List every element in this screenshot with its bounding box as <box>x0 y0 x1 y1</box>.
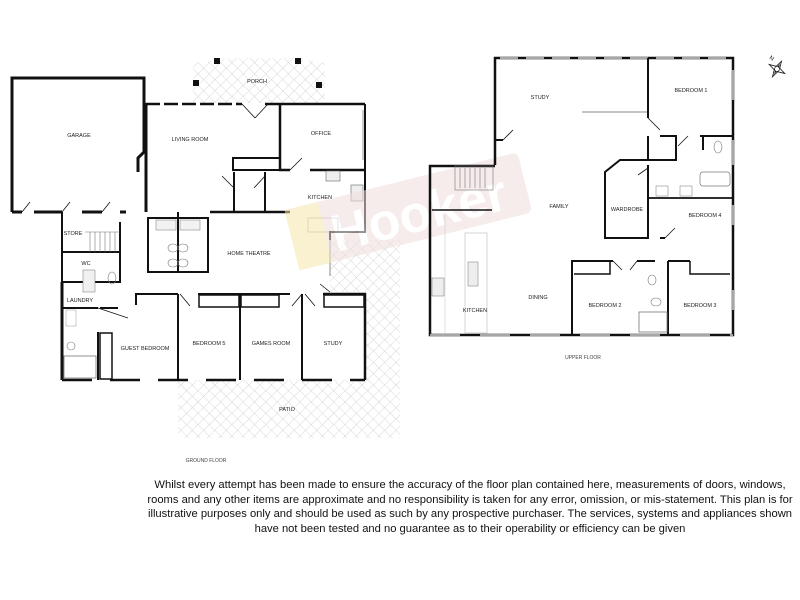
room-label-patio: PATIO <box>279 407 295 413</box>
room-label-bedroom-3: BEDROOM 3 <box>683 303 716 309</box>
room-label-store: STORE <box>64 231 83 237</box>
compass-rose-icon: N <box>767 55 787 79</box>
disclaimer-text: Whilst every attempt has been made to en… <box>147 479 793 535</box>
room-label-study-ground: STUDY <box>324 341 343 347</box>
porch-area <box>193 58 325 103</box>
room-label-office: OFFICE <box>311 131 331 137</box>
room-label-dining: DINING <box>528 295 547 301</box>
porch-post <box>295 58 301 64</box>
upper-sink-icon <box>467 261 479 287</box>
upper-floor-title: UPPER FLOOR <box>565 355 601 361</box>
room-label-family: FAMILY <box>549 204 568 210</box>
room-label-wc: WC <box>81 261 90 267</box>
compass-north-label: N <box>768 55 775 62</box>
porch-post <box>316 82 322 88</box>
room-label-home-theatre: HOME THEATRE <box>227 251 271 257</box>
room-label-garage: GARAGE <box>67 133 91 139</box>
ground-floor-plan: PORCH GARAGE LIVING ROOM OFFICE KITCHEN … <box>10 58 400 464</box>
ground-floor-title: GROUND FLOOR <box>186 458 227 464</box>
porch-post <box>193 80 199 86</box>
room-label-bedroom-4: BEDROOM 4 <box>688 213 721 219</box>
upper-floor-plan: STUDY BEDROOM 1 FAMILY WARDROBE BEDROOM … <box>428 56 735 361</box>
porch-post <box>214 58 220 64</box>
room-label-bedroom-5: BEDROOM 5 <box>192 341 225 347</box>
room-label-laundry: LAUNDRY <box>67 298 94 304</box>
room-label-bedroom-1: BEDROOM 1 <box>674 88 707 94</box>
room-label-kitchen-upper: KITCHEN <box>463 308 487 314</box>
cooktop-icon <box>325 170 341 182</box>
room-label-games-room: GAMES ROOM <box>252 341 291 347</box>
room-label-bedroom-2: BEDROOM 2 <box>588 303 621 309</box>
patio-area-east <box>365 260 400 380</box>
room-label-wardrobe: WARDROBE <box>611 207 644 213</box>
room-label-study-upper: STUDY <box>531 95 550 101</box>
room-label-guest-bedroom: GUEST BEDROOM <box>121 346 170 352</box>
room-label-porch: PORCH <box>247 79 267 85</box>
upper-cooktop-icon <box>431 277 445 297</box>
patio-area-lower <box>178 380 400 438</box>
room-label-kitchen-ground: KITCHEN <box>308 195 332 201</box>
room-label-living-room: LIVING ROOM <box>172 137 209 143</box>
